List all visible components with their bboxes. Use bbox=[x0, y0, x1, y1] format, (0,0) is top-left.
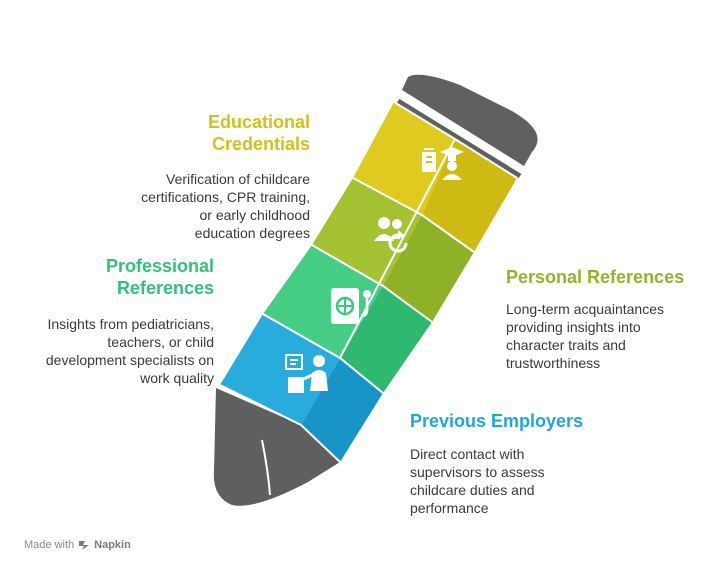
pencil-cap bbox=[402, 74, 538, 166]
employers-desc-line: supervisors to assess bbox=[410, 464, 545, 480]
personal-desc-line: Long-term acquaintances bbox=[506, 301, 664, 317]
professional-desc-line: development specialists on bbox=[45, 352, 214, 368]
educational-desc-line: or early childhood bbox=[199, 207, 310, 223]
pencil-band bbox=[396, 98, 522, 179]
educational-description: Verification of childcare certifications… bbox=[110, 170, 310, 242]
napkin-brand: Napkin bbox=[94, 539, 131, 551]
presenter-whiteboard-icon bbox=[285, 354, 328, 393]
professional-title-line2: References bbox=[116, 278, 214, 298]
personal-desc-line: character traits and bbox=[506, 337, 626, 353]
educational-title-line2: Credentials bbox=[211, 134, 310, 154]
employers-desc-line: performance bbox=[410, 500, 489, 516]
educational-desc-line: Verification of childcare bbox=[166, 171, 310, 187]
employers-title: Previous Employers bbox=[410, 411, 584, 431]
certificate-graduate-icon bbox=[422, 147, 464, 180]
passport-microphone-icon bbox=[331, 288, 371, 324]
people-refresh-icon bbox=[374, 217, 408, 253]
professional-desc-line: work quality bbox=[140, 370, 214, 386]
band-personal-right bbox=[383, 215, 474, 322]
educational-title-line1: Educational bbox=[207, 112, 310, 132]
personal-description: Long-term acquaintances providing insigh… bbox=[506, 300, 706, 372]
professional-title: Professional References bbox=[60, 255, 214, 299]
personal-desc-line: trustworthiness bbox=[506, 355, 601, 371]
personal-desc-line: providing insights into bbox=[506, 319, 641, 335]
band-personal-left bbox=[312, 178, 422, 286]
professional-desc-line: Insights from pediatricians, bbox=[47, 316, 214, 332]
pencil-tip bbox=[213, 388, 340, 506]
professional-desc-line: teachers, or child bbox=[107, 334, 214, 350]
pencil-tip-line bbox=[261, 439, 271, 496]
employers-desc-line: childcare duties and bbox=[410, 482, 535, 498]
band-professional-right bbox=[340, 286, 432, 393]
band-employers-right bbox=[301, 358, 383, 462]
professional-title-line1: Professional bbox=[105, 256, 214, 276]
made-with-label: Made with bbox=[24, 539, 75, 551]
employers-description: Direct contact with supervisors to asses… bbox=[410, 445, 610, 517]
band-professional-left bbox=[263, 245, 383, 358]
napkin-logo-icon bbox=[79, 541, 90, 550]
made-with-footer: Made with Napkin bbox=[24, 539, 131, 551]
educational-desc-line: certifications, CPR training, bbox=[141, 189, 310, 205]
personal-title: Personal References bbox=[506, 267, 685, 287]
educational-desc-line: education degrees bbox=[194, 225, 310, 241]
employers-desc-line: Direct contact with bbox=[410, 446, 525, 462]
educational-title: Educational Credentials bbox=[150, 111, 310, 155]
professional-description: Insights from pediatricians, teachers, o… bbox=[14, 315, 214, 387]
band-educational-right bbox=[422, 139, 517, 252]
